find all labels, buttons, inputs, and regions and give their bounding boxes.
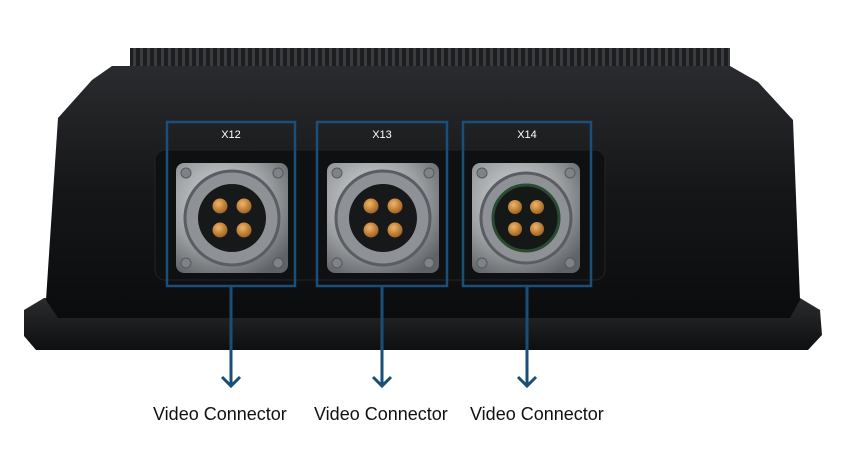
mount-screw	[272, 167, 284, 179]
connector-insert	[198, 184, 266, 252]
mount-screw	[423, 257, 435, 269]
contact-pin	[212, 222, 228, 238]
mount-screw	[476, 257, 488, 269]
mount-screw	[331, 167, 343, 179]
connector-insert	[349, 184, 417, 252]
heatsink-fins	[130, 48, 730, 70]
callout-arrow-x12	[220, 286, 242, 389]
contact-pin	[363, 222, 379, 238]
connector-insert	[491, 183, 561, 253]
mount-screw	[272, 257, 284, 269]
contact-pin	[236, 222, 252, 238]
callout-arrow-x13	[371, 286, 393, 389]
contact-pin	[530, 222, 544, 236]
connector-x12	[176, 163, 288, 273]
contact-pin	[530, 200, 544, 214]
mount-screw	[476, 167, 488, 179]
connector-x13	[327, 163, 439, 273]
contact-pin	[508, 222, 522, 236]
contact-pin	[363, 198, 379, 214]
callout-arrow-x14	[516, 286, 538, 389]
contact-pin	[212, 198, 228, 214]
contact-pin	[508, 200, 522, 214]
contact-pin	[387, 198, 403, 214]
contact-pin	[387, 222, 403, 238]
mount-screw	[564, 257, 576, 269]
mount-screw	[564, 167, 576, 179]
mount-screw	[180, 167, 192, 179]
callout-label-x13: Video Connector	[314, 404, 448, 424]
mount-screw	[423, 167, 435, 179]
port-id-x13: X13	[372, 129, 392, 141]
mount-screw	[180, 257, 192, 269]
callout-label-x14: Video Connector	[470, 404, 604, 424]
port-id-x14: X14	[517, 129, 537, 141]
callout-label-x12: Video Connector	[153, 404, 287, 424]
connector-x14	[472, 163, 580, 273]
port-id-x12: X12	[221, 129, 241, 141]
mount-screw	[331, 257, 343, 269]
contact-pin	[236, 198, 252, 214]
